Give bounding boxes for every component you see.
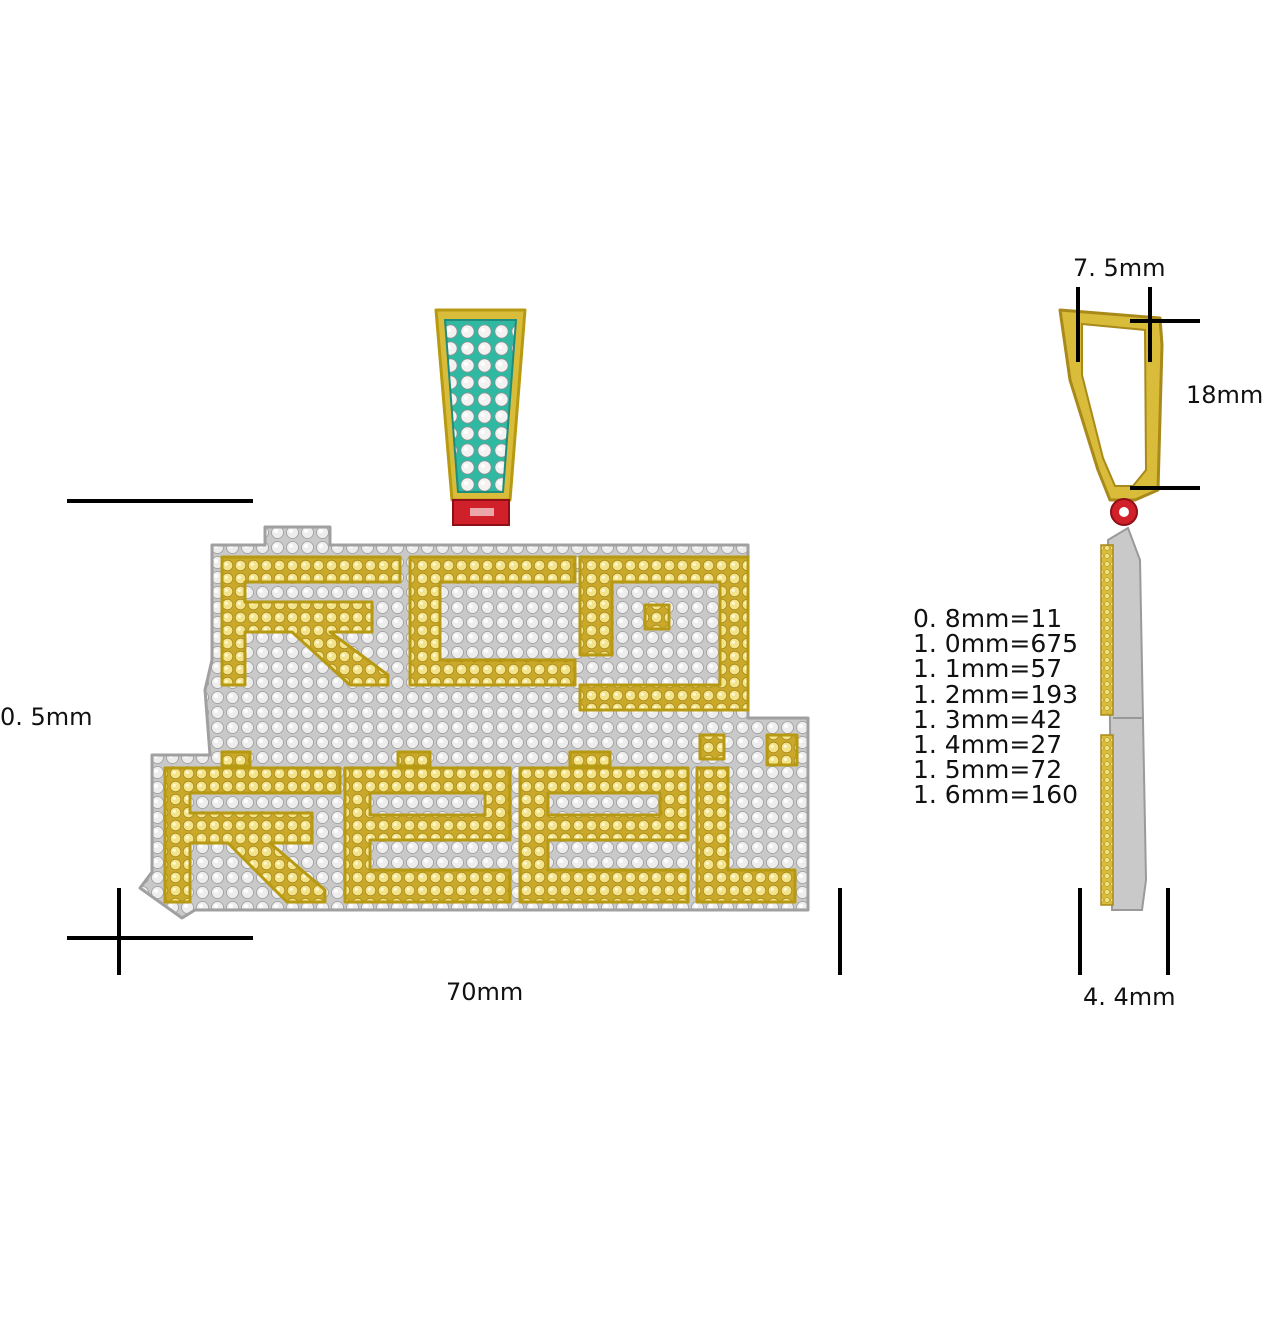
bail-red-highlight [470, 508, 494, 516]
side-stones-lower [1100, 734, 1114, 906]
thickness-label: 4. 4mm [1083, 983, 1176, 1011]
stone-count-item: 0. 8mm=11 [913, 604, 1062, 633]
jump-ring-hole [1119, 507, 1129, 517]
bail-pave [443, 319, 518, 493]
stone-count-item: 1. 6mm=160 [913, 780, 1078, 809]
front-dimension-lines [67, 499, 842, 975]
stone-count-item: 1. 1mm=57 [913, 654, 1062, 683]
glyph-c-top [408, 555, 577, 687]
stone-count-item: 1. 5mm=72 [913, 755, 1062, 784]
glyph-accent-3 [568, 750, 612, 768]
glyph-dot-top [643, 603, 671, 631]
side-view: 7. 5mm 18mm 4. 4mm [1058, 254, 1263, 1011]
letters-bottom-row [163, 733, 799, 904]
bail-height-label: 18mm [1186, 381, 1263, 409]
stone-count-item: 1. 2mm=193 [913, 680, 1078, 709]
glyph-accent-2 [396, 750, 432, 768]
letters-top-row [220, 555, 750, 712]
glyph-accent-1 [220, 750, 252, 768]
side-stones-upper [1100, 544, 1114, 716]
stone-count-list: 0. 8mm=11 1. 0mm=675 1. 1mm=57 1. 2mm=19… [913, 604, 1078, 809]
bail-width-label: 7. 5mm [1073, 254, 1166, 282]
glyph-dot-i [698, 733, 726, 761]
stone-count-item: 1. 4mm=27 [913, 730, 1062, 759]
bail-side-inner [1081, 322, 1148, 487]
glyph-l-bottom [695, 766, 797, 904]
width-dimension-label: 70mm [446, 978, 523, 1006]
glyph-e-bottom-1 [343, 766, 512, 904]
glyph-e-bottom-2 [518, 766, 690, 904]
glyph-r-top [220, 555, 402, 687]
glyph-dot-2 [765, 733, 799, 767]
pendant-side-profile [1106, 526, 1148, 911]
stone-count-item: 1. 3mm=42 [913, 705, 1062, 734]
glyph-r-bottom [163, 766, 342, 904]
stone-count-item: 1. 0mm=675 [913, 629, 1078, 658]
height-dimension-label: 0. 5mm [0, 703, 93, 731]
bail-front [434, 308, 527, 526]
glyph-square-top [578, 555, 750, 712]
side-dimension-lines [1076, 287, 1200, 975]
front-view: 0. 5mm 70mm [0, 308, 842, 1006]
